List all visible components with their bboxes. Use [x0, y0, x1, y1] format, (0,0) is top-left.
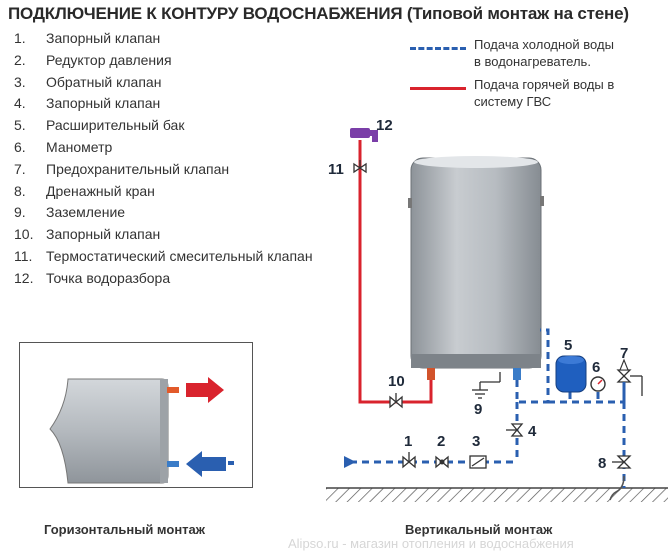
watermark: Alipso.ru - магазин отопления и водоснаб…: [288, 536, 574, 551]
page-title: ПОДКЛЮЧЕНИЕ К КОНТУРУ ВОДОСНАБЖЕНИЯ (Тип…: [8, 4, 629, 23]
list-item: 11.Термостатический смесительный клапан: [14, 247, 313, 264]
expansion-tank-icon: [555, 355, 587, 393]
label-12: 12: [376, 117, 393, 134]
label-9: 9: [474, 401, 482, 418]
legend-cold-label: Подача холодной воды в водонагреватель.: [474, 37, 614, 69]
pressure-reducer-icon: [435, 455, 449, 469]
label-4: 4: [528, 423, 537, 440]
horizontal-mount-caption: Горизонтальный монтаж: [44, 522, 205, 537]
water-heater-tank: [408, 156, 544, 369]
hot-arrow-icon: [186, 377, 224, 403]
hot-outlet-icon: [427, 368, 435, 380]
horizontal-mount-illustration: [19, 342, 253, 488]
label-8: 8: [598, 455, 606, 472]
list-item: 10.Запорный клапан: [14, 226, 161, 243]
list-item: 6.Манометр: [14, 138, 113, 155]
list-item: 4.Запорный клапан: [14, 95, 161, 112]
shutoff-valve-4-icon: [506, 423, 524, 437]
list-item: 9.Заземление: [14, 204, 126, 221]
cold-water-line-icon: [410, 47, 466, 50]
manometer-icon: [590, 376, 606, 392]
label-11: 11: [328, 161, 344, 178]
vertical-mount-caption: Вертикальный монтаж: [405, 522, 553, 537]
cold-inlet-icon: [167, 461, 179, 467]
shutoff-valve-10-icon: [389, 393, 403, 409]
water-tap-icon: [350, 128, 378, 142]
label-3: 3: [472, 433, 480, 450]
parts-list: 1.Запорный клапан 2.Редуктор давления 3.…: [14, 28, 313, 290]
hot-water-line-icon: [410, 87, 466, 90]
label-6: 6: [592, 359, 600, 376]
grounding-icon: [472, 372, 501, 399]
cold-inlet-arrow-icon: [344, 456, 356, 468]
label-7: 7: [620, 345, 628, 362]
shutoff-valve-1-icon: [402, 452, 416, 469]
label-1: 1: [404, 433, 412, 450]
label-2: 2: [437, 433, 445, 450]
list-item: 2.Редуктор давления: [14, 51, 172, 68]
drain-valve-icon: [609, 455, 632, 501]
check-valve-icon: [469, 455, 487, 469]
list-item: 3.Обратный клапан: [14, 73, 162, 90]
cold-inlet-icon: [513, 368, 521, 380]
list-item: 12.Точка водоразбора: [14, 269, 171, 286]
label-10: 10: [388, 373, 405, 390]
hot-outlet-icon: [167, 387, 179, 393]
list-item: 7.Предохранительный клапан: [14, 160, 230, 177]
list-item: 1.Запорный клапан: [14, 30, 161, 46]
list-item: 8.Дренажный кран: [14, 182, 155, 199]
floor: [326, 487, 668, 502]
list-item: 5.Расширительный бак: [14, 117, 185, 134]
label-5: 5: [564, 337, 572, 354]
horizontal-heater-drawing: [49, 377, 234, 484]
safety-valve-icon: [616, 358, 643, 402]
cold-arrow-icon: [186, 451, 226, 477]
legend-hot-label: Подача горячей воды в систему ГВС: [474, 77, 615, 109]
thermostatic-mixing-valve-icon: [353, 160, 367, 174]
